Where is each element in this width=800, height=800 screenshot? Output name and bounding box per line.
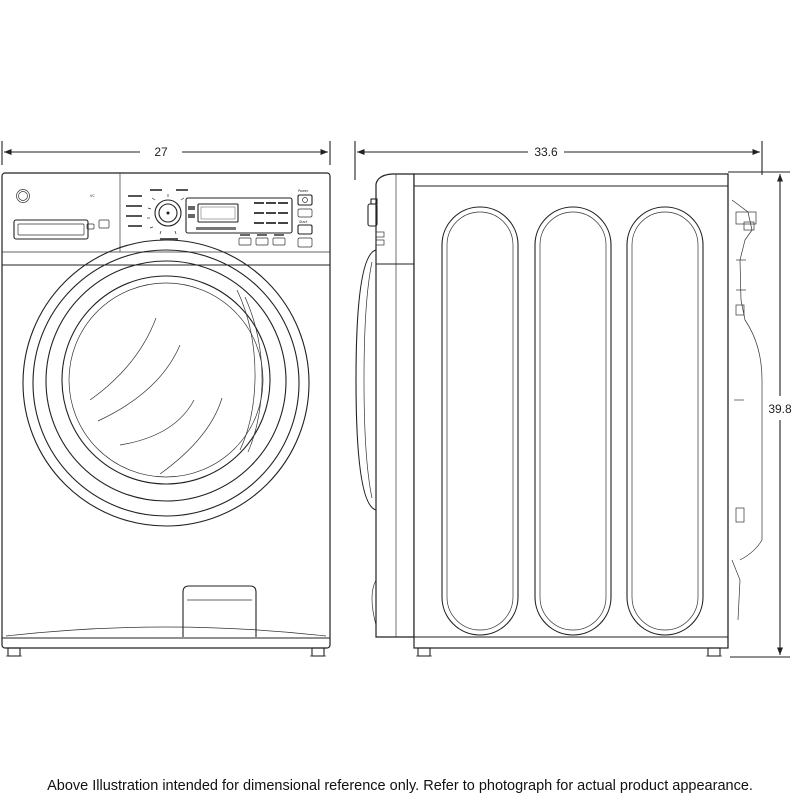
panel-badge-icon	[98, 219, 110, 229]
drawer-indicator-icon	[86, 223, 95, 230]
pause-button	[297, 208, 313, 218]
access-panel	[182, 585, 257, 637]
power-button	[297, 194, 313, 206]
front-door	[22, 239, 310, 527]
start-label: Start	[299, 220, 308, 224]
knob-ticks	[126, 189, 188, 240]
side-view	[355, 173, 763, 657]
power-icon	[302, 197, 308, 203]
ge-logo-icon	[16, 189, 30, 203]
option-buttons	[238, 234, 286, 246]
rear-hardware	[727, 174, 763, 648]
model-badge: VC	[90, 194, 95, 198]
height-dimension: 39.8	[728, 171, 792, 658]
front-view: VC	[1, 172, 331, 657]
control-display	[185, 197, 293, 234]
side-door-profile	[355, 249, 377, 511]
power-label: Power	[298, 189, 309, 193]
cycle-knob	[154, 199, 182, 227]
front-feet	[6, 647, 326, 657]
lock-button	[297, 237, 313, 248]
depth-dimension: 33.6	[354, 141, 763, 180]
detergent-drawer	[13, 219, 89, 240]
start-button	[297, 224, 313, 235]
disclaimer-caption: Above Illustration intended for dimensio…	[47, 778, 753, 794]
width-dimension: 27	[1, 141, 331, 165]
side-controls	[367, 198, 385, 246]
width-label: 27	[154, 145, 168, 159]
side-feet	[416, 647, 722, 657]
depth-label: 33.6	[534, 145, 558, 159]
side-panel-ribs	[441, 206, 704, 636]
height-label: 39.8	[768, 402, 792, 416]
